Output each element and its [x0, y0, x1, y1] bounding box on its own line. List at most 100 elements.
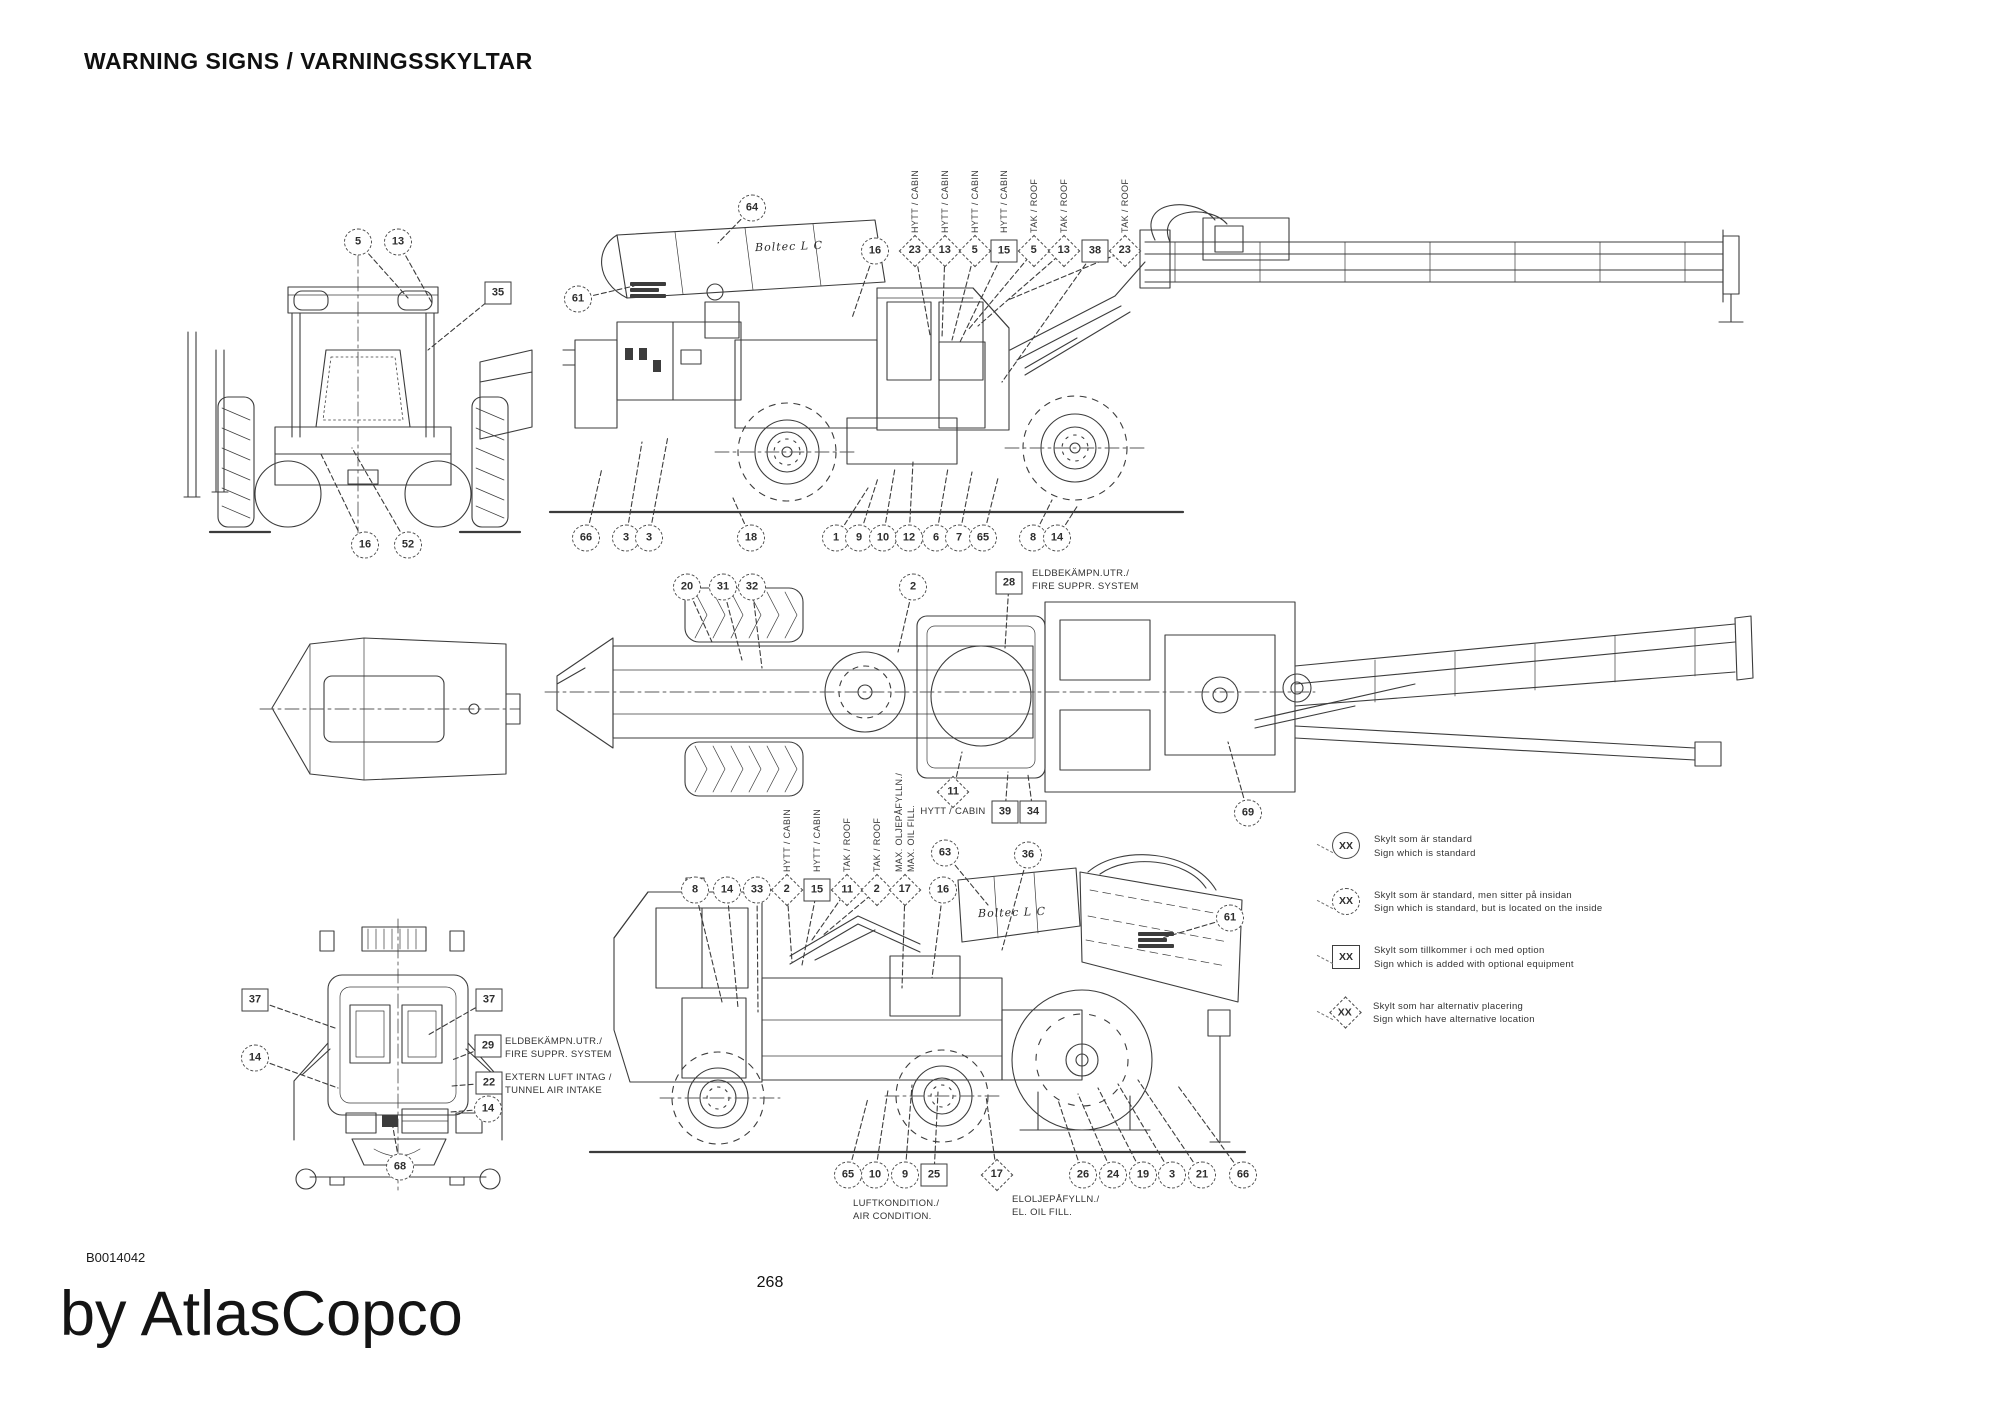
- callout-68: 68: [386, 1153, 414, 1181]
- callout-36: 36: [1014, 841, 1042, 869]
- atlas-copco-logo-icon: [1138, 932, 1174, 952]
- callout-66: 66: [572, 524, 600, 552]
- callout-14: 14: [241, 1044, 269, 1072]
- legend-item-option: XX Skylt som tillkommer i och med option…: [1332, 943, 1602, 972]
- caption-label: ELOLJEPÅFYLLN./EL. OIL FILL.: [1012, 1194, 1100, 1218]
- legend-text-en: Sign which have alternative location: [1373, 1014, 1535, 1026]
- callout-12: 12: [895, 524, 923, 552]
- callout-35: 35: [484, 281, 512, 305]
- callout-64: 64: [738, 194, 766, 222]
- callout-66: 66: [1229, 1161, 1257, 1189]
- callout-14: 14: [1043, 524, 1071, 552]
- callout-39: 39: [991, 800, 1019, 824]
- callout-3: 3: [635, 524, 663, 552]
- callout-16: 16: [861, 237, 889, 265]
- callout-31: 31: [709, 573, 737, 601]
- position-label: TAK / ROOF: [1059, 178, 1069, 233]
- top-view-outline-drawing: [259, 637, 521, 781]
- callout-13: 13: [384, 228, 412, 256]
- callout-33: 33: [743, 876, 771, 904]
- position-label: TAK / ROOF: [872, 817, 882, 872]
- legend-text-en: Sign which is standard: [1374, 847, 1476, 859]
- callout-7: 7: [945, 524, 973, 552]
- plan-view-drawing: [544, 587, 1754, 797]
- callout-25: 25: [920, 1163, 948, 1187]
- document-number: B0014042: [86, 1250, 146, 1265]
- position-label: TAK / ROOF: [1029, 178, 1039, 233]
- page-number: 268: [756, 1274, 784, 1291]
- callout-26: 26: [1069, 1161, 1097, 1189]
- side-view-drawing: [548, 204, 1744, 514]
- rear-view-drawing: [293, 918, 503, 1194]
- callout-3: 3: [1158, 1161, 1186, 1189]
- callout-19: 19: [1129, 1161, 1157, 1189]
- callout-16: 16: [351, 531, 379, 559]
- callout-21: 21: [1188, 1161, 1216, 1189]
- callout-5: 5: [344, 228, 372, 256]
- callout-15: 15: [803, 878, 831, 902]
- callout-38: 38: [1081, 239, 1109, 263]
- callout-29: 29: [474, 1034, 502, 1058]
- legend-text-sv: Skylt som är standard, men sitter på ins…: [1374, 889, 1573, 901]
- callout-18: 18: [737, 524, 765, 552]
- legend-item-alternative: XX Skylt som har alternativ placering Si…: [1329, 995, 1602, 1029]
- callout-2: 2: [899, 573, 927, 601]
- callout-61: 61: [564, 285, 592, 313]
- callout-37: 37: [475, 988, 503, 1012]
- callout-24: 24: [1099, 1161, 1127, 1189]
- legend-square-marker: XX: [1332, 945, 1360, 970]
- front-view-drawing: [183, 251, 533, 558]
- callout-9: 9: [891, 1161, 919, 1189]
- caption-label: HYTT / CABIN: [920, 806, 986, 817]
- callout-65: 65: [969, 524, 997, 552]
- callout-34: 34: [1019, 800, 1047, 824]
- callout-32: 32: [738, 573, 766, 601]
- atlas-copco-logo-icon: [630, 282, 666, 302]
- legend-circle-marker: XX: [1332, 832, 1360, 859]
- legend-text-en: Sign which is added with optional equipm…: [1374, 958, 1574, 970]
- callout-16: 16: [929, 876, 957, 904]
- legend-diamond-marker: XX: [1329, 995, 1362, 1029]
- position-label: TAK / ROOF: [842, 817, 852, 872]
- callout-65: 65: [834, 1161, 862, 1189]
- callout-69: 69: [1234, 799, 1262, 827]
- position-label: MAX. OLJEPÅFYLLN./MAX. OIL FILL.: [894, 772, 916, 872]
- callout-8: 8: [681, 876, 709, 904]
- legend-item-inside: XX Skylt som är standard, men sitter på …: [1332, 887, 1603, 917]
- callout-37: 37: [241, 988, 269, 1012]
- boltec-model-label: Boltec L C: [977, 904, 1047, 921]
- callout-61: 61: [1216, 904, 1244, 932]
- callout-22: 22: [475, 1071, 503, 1095]
- position-label: HYTT / CABIN: [970, 169, 980, 233]
- position-label: HYTT / CABIN: [940, 169, 950, 233]
- position-label: TAK / ROOF: [1120, 178, 1130, 233]
- callout-10: 10: [869, 524, 897, 552]
- legend-text-sv: Skylt som har alternativ placering: [1373, 1000, 1524, 1012]
- callout-3: 3: [612, 524, 640, 552]
- callout-14: 14: [713, 876, 741, 904]
- callout-20: 20: [673, 573, 701, 601]
- legend-text-en: Sign which is standard, but is located o…: [1374, 903, 1603, 915]
- caption-label: EXTERN LUFT INTAG /TUNNEL AIR INTAKE: [505, 1072, 612, 1096]
- callout-14: 14: [474, 1095, 502, 1123]
- caption-label: LUFTKONDITION./AIR CONDITION.: [853, 1198, 940, 1222]
- legend-item-standard: XX Skylt som är standard Sign which is s…: [1332, 832, 1602, 861]
- boltec-model-label: Boltec L C: [754, 238, 824, 255]
- position-label: HYTT / CABIN: [812, 808, 822, 872]
- position-label: HYTT / CABIN: [782, 808, 792, 872]
- atlas-copco-watermark: by AtlasCopco: [60, 1279, 463, 1349]
- legend-dashed-circle-marker: XX: [1332, 887, 1360, 915]
- callout-15: 15: [990, 239, 1018, 263]
- legend-text-sv: Skylt som är standard: [1374, 834, 1473, 845]
- position-label: HYTT / CABIN: [999, 169, 1009, 233]
- callout-28: 28: [995, 571, 1023, 595]
- callout-63: 63: [931, 839, 959, 867]
- callout-52: 52: [394, 531, 422, 559]
- callout-10: 10: [861, 1161, 889, 1189]
- position-label: HYTT / CABIN: [910, 169, 920, 233]
- caption-label: ELDBEKÄMPN.UTR./FIRE SUPPR. SYSTEM: [1032, 568, 1139, 592]
- legend: XX Skylt som är standard Sign which is s…: [1329, 832, 1603, 1029]
